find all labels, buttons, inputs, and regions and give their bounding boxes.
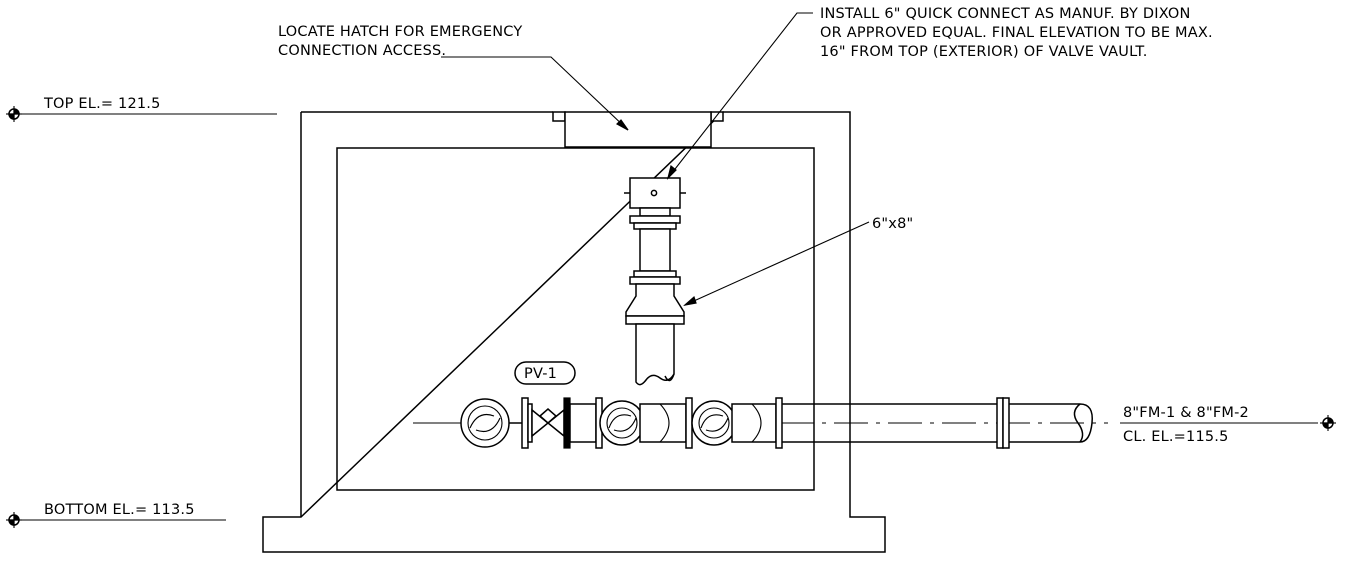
elevation-target-top [6,106,22,122]
valve-tag-bubble [514,361,576,385]
plug-valve-pv-1 [531,397,571,449]
annotation-text: LOCATE HATCH FOR EMERGENCY CONNECTION AC… [43,6,1249,518]
top-elevation-label: TOP EL.= 121.5 [43,96,161,112]
valve-tag-label: PV-1 [524,366,557,382]
leader-lines [441,12,870,306]
elevation-target-centerline [1320,415,1336,431]
bottom-elevation-label: BOTTOM EL.= 113.5 [44,502,195,518]
vault-inner-chamber [336,147,815,491]
riser-pipe-8in [635,323,675,386]
elevation-markers [6,106,1336,528]
horizontal-force-main [413,397,1108,449]
install-note-line-2: OR APPROVED EQUAL. FINAL ELEVATION TO BE… [820,25,1213,41]
valve-vault-structure [262,111,886,553]
centerline-elevation-label: CL. EL.=115.5 [1123,429,1229,445]
install-note-line-3: 16" FROM TOP (EXTERIOR) OF VALVE VAULT. [820,44,1148,60]
vault-outer-wall [262,111,886,553]
hatch-note-line-1: LOCATE HATCH FOR EMERGENCY [278,24,522,40]
hatch-note-line-2: CONNECTION ACCESS. [278,43,446,59]
force-main-label: 8"FM-1 & 8"FM-2 [1123,405,1249,421]
install-note-line-1: INSTALL 6" QUICK CONNECT AS MANUF. BY DI… [820,6,1191,22]
access-hatch [552,111,724,148]
reducer-6x8 [625,283,685,317]
reducer-label: 6"x8" [872,216,913,232]
emergency-riser [624,177,686,386]
pipe-break-symbol [1073,403,1093,443]
elevation-target-bottom [6,512,22,528]
